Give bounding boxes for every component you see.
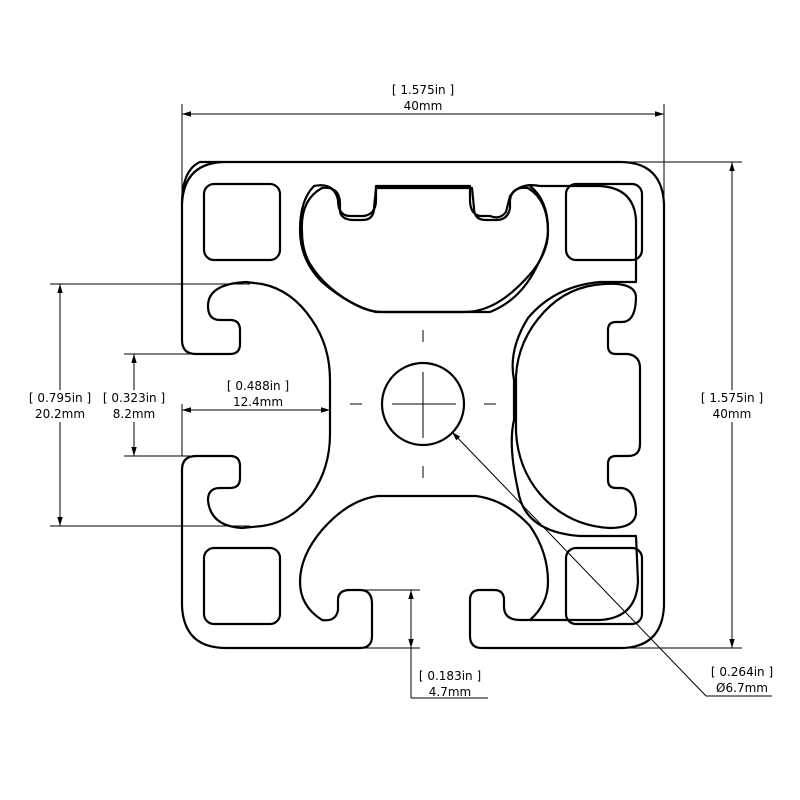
diameter-icon: Ø: [716, 681, 726, 695]
slot-depth-dimension-label: [ 0.488in ] 12.4mm: [227, 378, 289, 410]
height-imperial: [ 1.575in ]: [700, 391, 764, 405]
height-metric: 40mm: [712, 407, 752, 421]
slot-depth-imperial: [ 0.488in ]: [226, 379, 290, 393]
bore-imperial: [ 0.264in ]: [710, 665, 774, 679]
slot-opening-metric: 8.2mm: [112, 407, 156, 421]
corner-pocket-top-left: [202, 182, 282, 262]
corner-pocket-bottom-right: [564, 546, 644, 626]
dimension-lines: [50, 104, 772, 699]
slot-bottom-imperial: [ 0.183in ]: [418, 669, 482, 683]
slot-depth-metric: 12.4mm: [232, 395, 284, 409]
bore-dimension-label: [ 0.264in ] Ø6.7mm: [711, 664, 773, 696]
slot-bottom-dimension-label: [ 0.183in ] 4.7mm: [419, 668, 481, 700]
center-bore: [380, 361, 466, 447]
width-metric: 40mm: [403, 99, 443, 113]
slot-opening-imperial: [ 0.323in ]: [102, 391, 166, 405]
slot-outer-imperial: [ 0.795in ]: [28, 391, 92, 405]
corner-pocket-top-right: [564, 182, 644, 262]
slot-bottom-metric: 4.7mm: [428, 685, 472, 699]
slot-opening-dimension-label: [ 0.323in ] 8.2mm: [102, 390, 166, 422]
left-slot-cavity: [180, 160, 550, 650]
width-imperial: [ 1.575in ]: [391, 83, 455, 97]
corner-pocket-bottom-left: [202, 546, 282, 626]
profile-outline: [226, 160, 666, 650]
slot-outer-metric: 20.2mm: [34, 407, 86, 421]
bore-metric: Ø6.7mm: [716, 681, 768, 695]
slot-outer-dimension-label: [ 0.795in ] 20.2mm: [28, 390, 92, 422]
extrusion-profile: [180, 160, 666, 650]
centerlines: [350, 330, 496, 478]
right-slot-cavity: [514, 282, 642, 530]
bore-leader-line: [451, 431, 707, 697]
width-dimension-label: [ 1.575in ] 40mm: [392, 82, 454, 114]
height-dimension-label: [ 1.575in ] 40mm: [700, 390, 764, 422]
top-slot-cavity: [300, 186, 550, 314]
